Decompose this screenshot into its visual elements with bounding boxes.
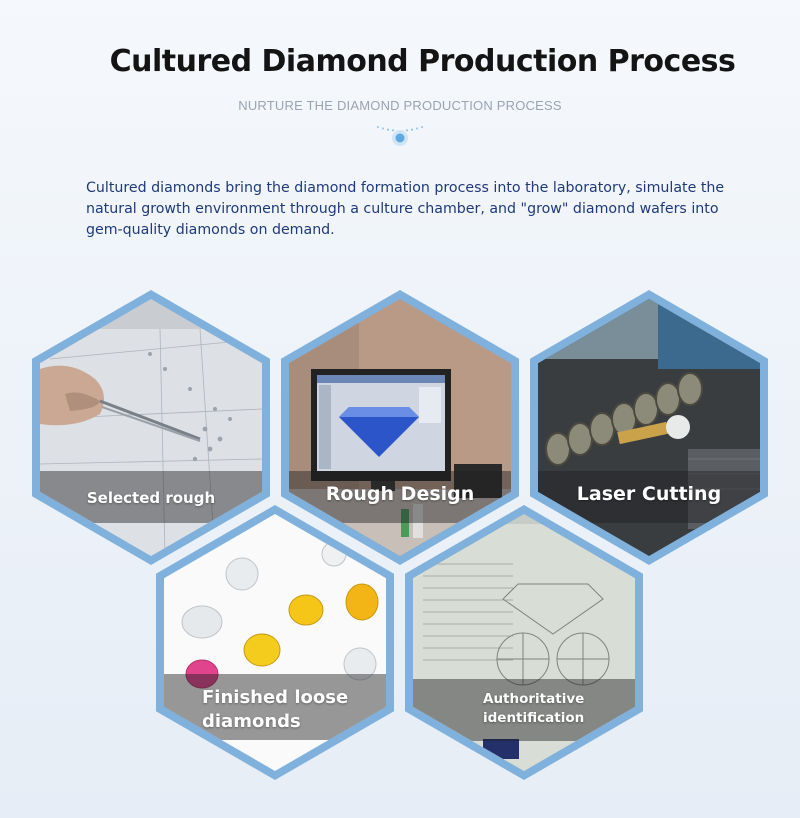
step-label: Selected rough	[86, 489, 216, 507]
step-card-authoritative-identification: Authoritative identification	[405, 505, 643, 780]
step-card-finished-loose-diamonds: Finished loose diamonds	[156, 505, 394, 780]
step-card-selected-rough: Selected rough	[32, 290, 270, 565]
step-label: Finished loose diamonds	[202, 687, 349, 732]
laser-cutting-machine-photo	[538, 299, 760, 556]
page-title: Cultured Diamond Production Process	[109, 44, 736, 79]
step-label: Laser Cutting	[576, 483, 722, 505]
step-card-laser-cutting: Laser Cutting	[530, 290, 768, 565]
dot-ornament-icon	[377, 126, 423, 146]
page-subtitle: NURTURE THE DIAMOND PRODUCTION PROCESS	[238, 98, 562, 113]
step-label: Rough Design	[325, 483, 475, 505]
step-card-rough-design: Rough Design	[281, 290, 519, 565]
step-label: Authoritative identification	[483, 691, 585, 726]
intro-paragraph: Cultured diamonds bring the diamond form…	[86, 180, 725, 238]
